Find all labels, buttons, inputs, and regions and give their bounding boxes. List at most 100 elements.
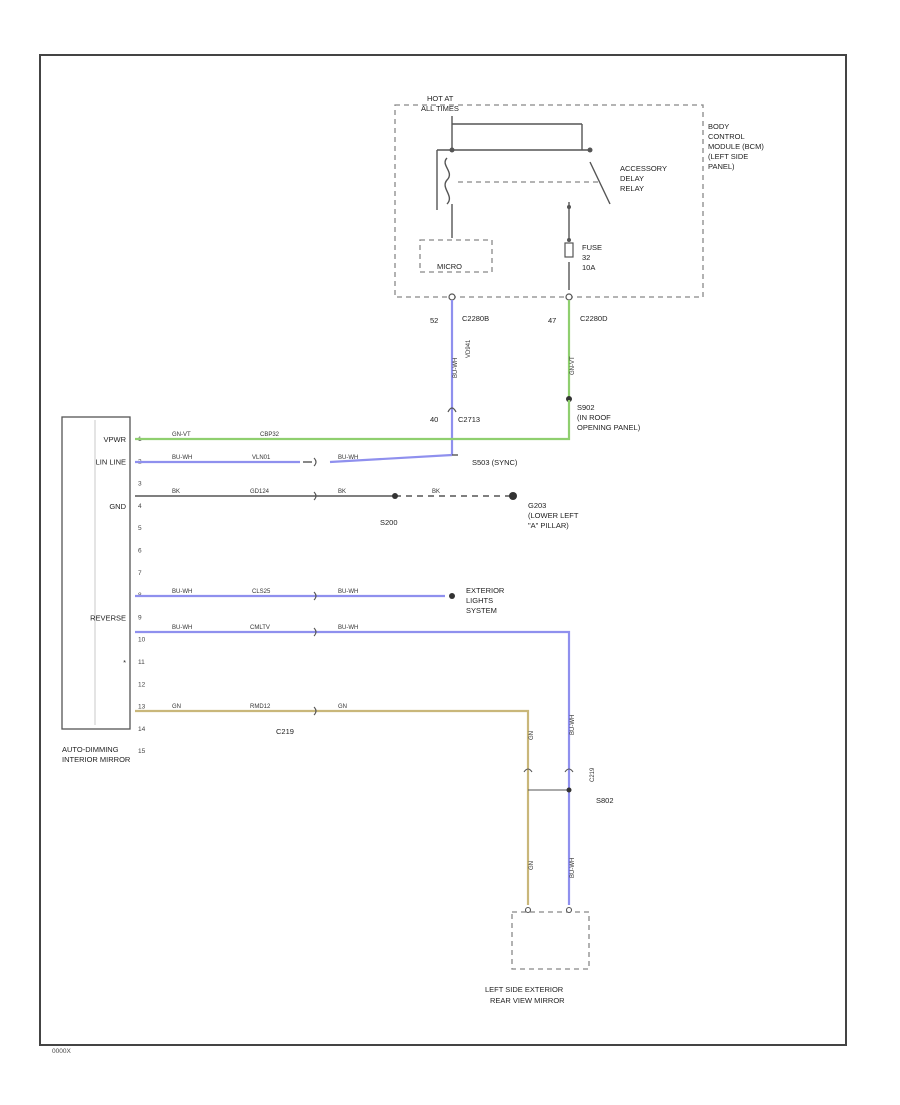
svg-text:C219: C219: [590, 767, 596, 782]
w9-circuit: CLS25: [252, 589, 271, 595]
hot-at-label: HOT AT: [427, 94, 454, 103]
svg-text:OPENING PANEL): OPENING PANEL): [577, 423, 641, 432]
connector-c2280b: C2280B: [462, 314, 489, 323]
accessory-delay-relay-label: ACCESSORY DELAY RELAY: [620, 164, 667, 193]
pin-47-label: 47: [548, 316, 556, 325]
svg-text:40: 40: [430, 415, 438, 424]
lower-blue-label-1: BU-WH: [570, 715, 576, 735]
svg-text:(LEFT SIDE: (LEFT SIDE: [708, 152, 748, 161]
vertical-green-wire-label: GN-VT: [570, 356, 576, 375]
svg-text:LEFT SIDE EXTERIOR: LEFT SIDE EXTERIOR: [485, 985, 564, 994]
mirror-pin-number: 10: [138, 637, 146, 644]
w11-color: BU-WH: [172, 625, 192, 631]
lower-tan-label-1: GN: [529, 731, 535, 740]
mirror-pin-number: 13: [138, 704, 146, 711]
bcm-internal-wiring: [436, 116, 611, 290]
svg-text:PANEL): PANEL): [708, 162, 735, 171]
left-exterior-mirror-label: LEFT SIDE EXTERIOR REAR VIEW MIRROR: [485, 985, 565, 1005]
bcm-box: [394, 104, 704, 298]
s802-label: S802: [596, 796, 614, 805]
w9-color: BU-WH: [172, 589, 192, 595]
vertical-circuit-label: VD941: [466, 339, 472, 358]
w9-color-2: BU-WH: [338, 589, 358, 595]
mirror-pin-number: 4: [138, 503, 142, 510]
left-exterior-mirror-box: [511, 911, 590, 970]
mirror-pin-number: 14: [138, 726, 146, 733]
s902-label: S902 (IN ROOF OPENING PANEL): [577, 403, 641, 432]
mirror-pin-number: 7: [138, 570, 142, 577]
svg-text:C2713: C2713: [458, 415, 480, 424]
svg-text:DELAY: DELAY: [620, 174, 644, 183]
svg-text:S902: S902: [577, 403, 595, 412]
w2-color-2: BU-WH: [338, 455, 358, 461]
svg-text:AUTO-DIMMING: AUTO-DIMMING: [62, 745, 119, 754]
mirror-pin-label: GND: [109, 502, 126, 511]
svg-text:REAR VIEW MIRROR: REAR VIEW MIRROR: [490, 996, 565, 1005]
w1-color: GN-VT: [172, 432, 191, 438]
svg-text:32: 32: [582, 253, 590, 262]
diagram-frame: [39, 54, 847, 1046]
vertical-blue-wire-label: BU-WH: [453, 358, 459, 378]
page-code: 0000X: [52, 1048, 71, 1055]
connector-c2280d: C2280D: [580, 314, 608, 323]
svg-text:BODY: BODY: [708, 122, 729, 131]
auto-dimming-mirror-box: [61, 416, 131, 730]
w15-color-2: GN: [338, 704, 347, 710]
s902-splice: [566, 396, 572, 402]
c219-lower-connector: C219: [523, 767, 596, 782]
lower-blue-label-2: BU-WH: [570, 858, 576, 878]
w4-color-2: BK: [338, 489, 346, 495]
w15-circuit: RMD12: [250, 704, 271, 710]
inline-connectors: [313, 491, 317, 716]
lin-inline-connector: [303, 457, 317, 467]
lower-tan-label-2: GN: [529, 861, 535, 870]
vpwr-green-wire: [135, 400, 571, 441]
micro-box: [419, 239, 493, 273]
w4-circuit: GD124: [250, 489, 270, 495]
svg-text:10A: 10A: [582, 263, 595, 272]
w15-color: GN: [172, 704, 181, 710]
svg-text:ACCESSORY: ACCESSORY: [620, 164, 667, 173]
w11-circuit: CMLTV: [250, 625, 270, 631]
svg-text:EXTERIOR: EXTERIOR: [466, 586, 505, 595]
svg-text:(IN ROOF: (IN ROOF: [577, 413, 611, 422]
mirror-pin-number: 3: [138, 481, 142, 488]
mirror-tan-wire: [135, 709, 530, 905]
mirror-pin-number: 11: [138, 659, 145, 666]
mirror-pin-number: 5: [138, 525, 142, 532]
s503-sync-label: S503 (SYNC): [472, 458, 518, 467]
svg-text:SYSTEM: SYSTEM: [466, 606, 497, 615]
micro-label: MICRO: [437, 262, 462, 271]
exterior-lights-label: EXTERIOR LIGHTS SYSTEM: [466, 586, 505, 615]
g203-ground: [509, 492, 517, 500]
c219-connector-label: C219: [276, 727, 294, 736]
w4-color: BK: [172, 489, 180, 495]
auto-dimming-mirror-label: AUTO-DIMMING INTERIOR MIRROR: [62, 745, 131, 764]
c2713-connector: 40 C2713: [430, 407, 480, 424]
mirror-pin-label: REVERSE: [90, 613, 126, 622]
svg-text:(LOWER LEFT: (LOWER LEFT: [528, 511, 579, 520]
w1-circuit: CBP32: [260, 432, 280, 438]
fuse-32: FUSE 32 10A: [564, 242, 602, 272]
bcm-name: BODY CONTROL MODULE (BCM) (LEFT SIDE PAN…: [708, 122, 764, 171]
pin-47-terminal: [565, 293, 573, 301]
mirror-pin-label: LIN LINE: [96, 457, 126, 466]
pin-52-label: 52: [430, 316, 438, 325]
svg-text:FUSE: FUSE: [582, 243, 602, 252]
w11-color-2: BU-WH: [338, 625, 358, 631]
lin-blue-wire-b: [329, 453, 453, 464]
mirror-pin-number: 12: [138, 681, 146, 688]
g203-label: G203 (LOWER LEFT "A" PILLAR): [528, 501, 579, 530]
w2-circuit: VLN01: [252, 455, 271, 461]
s200-splice: [392, 493, 398, 499]
w2-color: BU-WH: [172, 455, 192, 461]
svg-text:MODULE (BCM): MODULE (BCM): [708, 142, 764, 151]
mirror-pin-label: VPWR: [104, 435, 127, 444]
s802-splice: [566, 787, 572, 793]
mirror-dimming-blue-wire: [135, 630, 571, 905]
s200-label: S200: [380, 518, 398, 527]
w4-color-3: BK: [432, 489, 440, 495]
